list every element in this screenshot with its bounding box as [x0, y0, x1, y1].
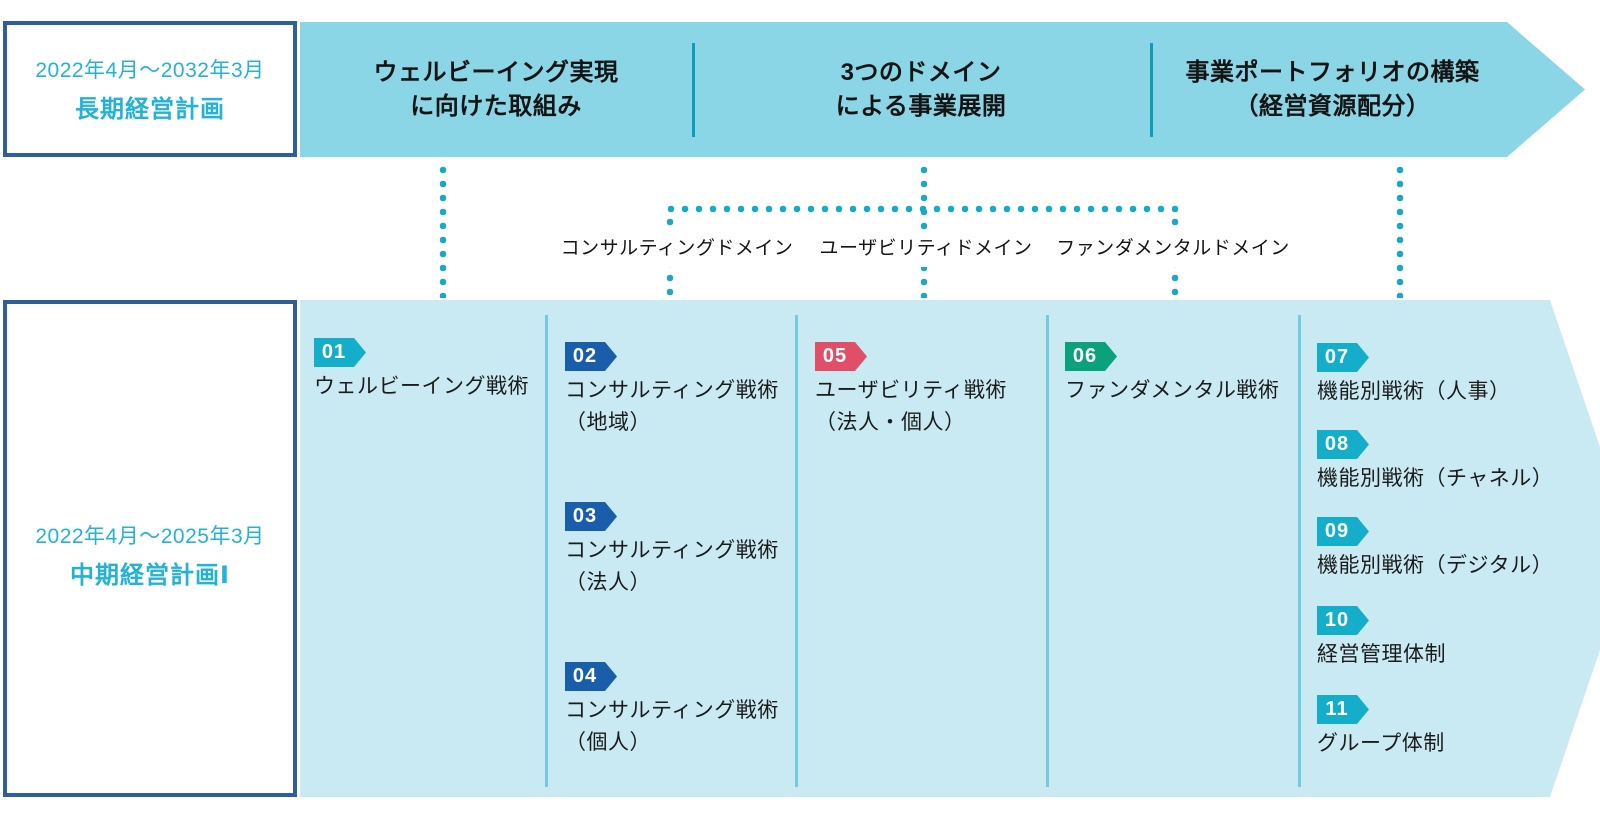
domain-label-fundamental: ファンダメンタルドメイン	[1044, 231, 1302, 267]
tactic-badge-11: 11	[1317, 695, 1369, 724]
banner-section-line: による事業展開	[835, 92, 1007, 120]
tactic-label-10: 経営管理体制	[1317, 639, 1446, 671]
tactic-label-11: グループ体制	[1317, 728, 1445, 760]
tactic-label-line: コンサルティング戦術	[565, 379, 779, 402]
dotted-connector-horizontal	[664, 205, 1182, 213]
tactic-badge-07: 07	[1317, 343, 1369, 372]
banner-divider	[692, 43, 695, 137]
tactic-label-line: 機能別戦術（人事）	[1317, 380, 1511, 403]
tactic-badge-05: 05	[815, 342, 867, 371]
tactic-badge-02: 02	[565, 342, 617, 371]
tactic-label-line: 経営管理体制	[1317, 643, 1446, 666]
column-separator	[545, 315, 548, 787]
tactic-label-line: （個人）	[565, 731, 651, 754]
banner-section-line: に向けた取組み	[410, 92, 582, 120]
banner-divider	[1150, 43, 1153, 137]
tactic-label-01: ウェルビーイング戦術	[314, 371, 529, 403]
column-separator	[1046, 315, 1049, 787]
dotted-connector-portfolio	[1396, 163, 1404, 298]
tactic-badge-04: 04	[565, 662, 617, 691]
banner-section-line: （経営資源配分）	[1234, 92, 1431, 120]
long-term-period: 2022年4月〜2032年3月	[35, 59, 265, 82]
banner-section-domains: 3つのドメイン による事業展開	[692, 22, 1150, 157]
tactic-label-line: コンサルティング戦術	[565, 699, 779, 722]
tactic-label-line: ユーザビリティ戦術	[815, 379, 1007, 402]
domain-label-consulting: コンサルティングドメイン	[548, 231, 806, 267]
tactic-label-04: コンサルティング戦術 （個人）	[565, 695, 779, 759]
mid-term-panel-arrow	[300, 300, 1600, 797]
tactic-label-line: コンサルティング戦術	[565, 539, 779, 562]
mid-term-plan-box: 2022年4月〜2025年3月 中期経営計画Ⅰ	[3, 300, 297, 797]
tactic-label-06: ファンダメンタル戦術	[1065, 375, 1279, 407]
mid-term-title: 中期経営計画Ⅰ	[70, 561, 230, 589]
tactic-label-03: コンサルティング戦術 （法人）	[565, 535, 779, 599]
tactic-label-line: （地域）	[565, 411, 651, 434]
tactic-label-05: ユーザビリティ戦術 （法人・個人）	[815, 375, 1007, 439]
tactic-badge-01: 01	[314, 338, 366, 367]
banner-section-line: ウェルビーイング実現	[373, 58, 619, 86]
tactic-label-07: 機能別戦術（人事）	[1317, 376, 1511, 408]
long-term-banner-arrow: ウェルビーイング実現 に向けた取組み 3つのドメイン による事業展開 事業ポート…	[300, 22, 1585, 157]
tactic-badge-10: 10	[1317, 606, 1369, 635]
tactic-label-02: コンサルティング戦術 （地域）	[565, 375, 779, 439]
tactic-label-08: 機能別戦術（チャネル）	[1317, 463, 1553, 495]
tactic-badge-06: 06	[1065, 342, 1117, 371]
domain-label-usability: ユーザビリティドメイン	[807, 231, 1045, 267]
tactic-badge-09: 09	[1317, 517, 1369, 546]
tactic-label-line: ファンダメンタル戦術	[1065, 379, 1280, 402]
banner-section-line: 事業ポートフォリオの構築	[1185, 58, 1480, 86]
tactic-label-line: （法人）	[565, 571, 651, 594]
column-separator	[795, 315, 798, 787]
tactic-label-line: グループ体制	[1317, 732, 1445, 755]
banner-section-wellbeing: ウェルビーイング実現 に向けた取組み	[300, 22, 692, 157]
banner-section-line: 3つのドメイン	[840, 58, 1002, 86]
long-term-plan-box: 2022年4月〜2032年3月 長期経営計画	[3, 21, 297, 157]
tactic-label-09: 機能別戦術（デジタル）	[1317, 550, 1553, 582]
tactic-label-line: （法人・個人）	[815, 411, 966, 434]
tactic-label-line: ウェルビーイング戦術	[314, 375, 529, 398]
column-separator	[1298, 315, 1301, 787]
dotted-connector-domains-center	[920, 163, 928, 298]
tactic-label-line: 機能別戦術（チャネル）	[1317, 467, 1554, 490]
tactic-badge-03: 03	[565, 502, 617, 531]
long-term-title: 長期経営計画	[75, 96, 225, 123]
tactic-label-line: 機能別戦術（デジタル）	[1317, 554, 1554, 577]
banner-section-portfolio: 事業ポートフォリオの構築 （経営資源配分）	[1150, 22, 1585, 157]
tactic-badge-08: 08	[1317, 430, 1369, 459]
dotted-connector-wellbeing	[439, 163, 447, 298]
mid-term-period: 2022年4月〜2025年3月	[35, 524, 265, 548]
